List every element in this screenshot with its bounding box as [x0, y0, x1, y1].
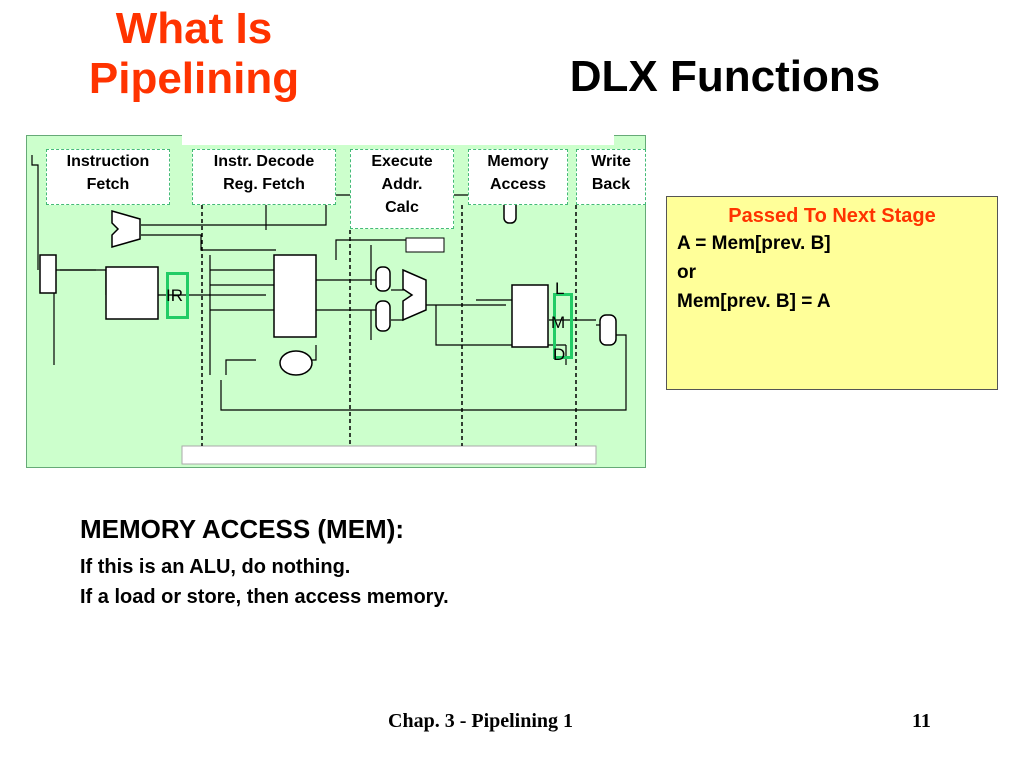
footer-chapter: Chap. 3 - Pipelining 1 [388, 710, 574, 732]
lmd-register-outline [553, 293, 573, 359]
stage-write-back: Write Back [576, 149, 646, 205]
info-box-title: Passed To Next Stage [728, 205, 936, 227]
lmd-register-label-m: M [551, 313, 566, 332]
body-line-1: If this is an ALU, do nothing. [80, 556, 351, 578]
stage-label-line: Instruction [66, 153, 150, 170]
slide-title: DLX Functions [569, 52, 881, 101]
stage-label-line: Calc [385, 199, 419, 216]
pipeline-diagram: Instruction Fetch Instr. Decode Reg. Fet… [26, 135, 646, 468]
info-box-line: Mem[prev. B] = A [677, 291, 831, 312]
stage-label-line: Access [489, 176, 547, 193]
stage-instruction-fetch: Instruction Fetch [46, 149, 170, 205]
corner-title-line-1: What Is [115, 4, 273, 53]
lmd-register-label-d: D [553, 345, 566, 364]
corner-title: What Is Pipelining [60, 4, 328, 104]
passed-to-next-stage-box: Passed To Next Stage A = Mem[prev. B] or… [666, 196, 998, 390]
stage-label-line: Memory [487, 153, 549, 170]
lmd-register-label-l: L [555, 279, 565, 298]
stage-label-line: Reg. Fetch [223, 176, 305, 193]
footer-page-number: 11 [912, 710, 931, 732]
stage-instr-decode: Instr. Decode Reg. Fetch [192, 149, 336, 205]
stage-label-line: Addr. [381, 176, 423, 193]
info-box-line: or [677, 262, 696, 283]
info-box-line: A = Mem[prev. B] [677, 233, 831, 254]
stage-label-line: Instr. Decode [213, 153, 315, 170]
body-line-2: If a load or store, then access memory. [80, 586, 449, 608]
stage-execute: Execute Addr. Calc [350, 149, 454, 229]
memory-access-heading: MEMORY ACCESS (MEM): [80, 514, 405, 544]
ir-register-label: IR [166, 286, 183, 305]
ir-register-outline [166, 272, 189, 319]
stage-label-line: Fetch [86, 176, 130, 193]
stage-memory-access: Memory Access [468, 149, 568, 205]
stage-label-line: Write [591, 153, 631, 170]
stage-label-line: Execute [371, 153, 433, 170]
corner-title-line-2: Pipelining [88, 54, 300, 103]
stage-label-line: Back [591, 176, 631, 193]
